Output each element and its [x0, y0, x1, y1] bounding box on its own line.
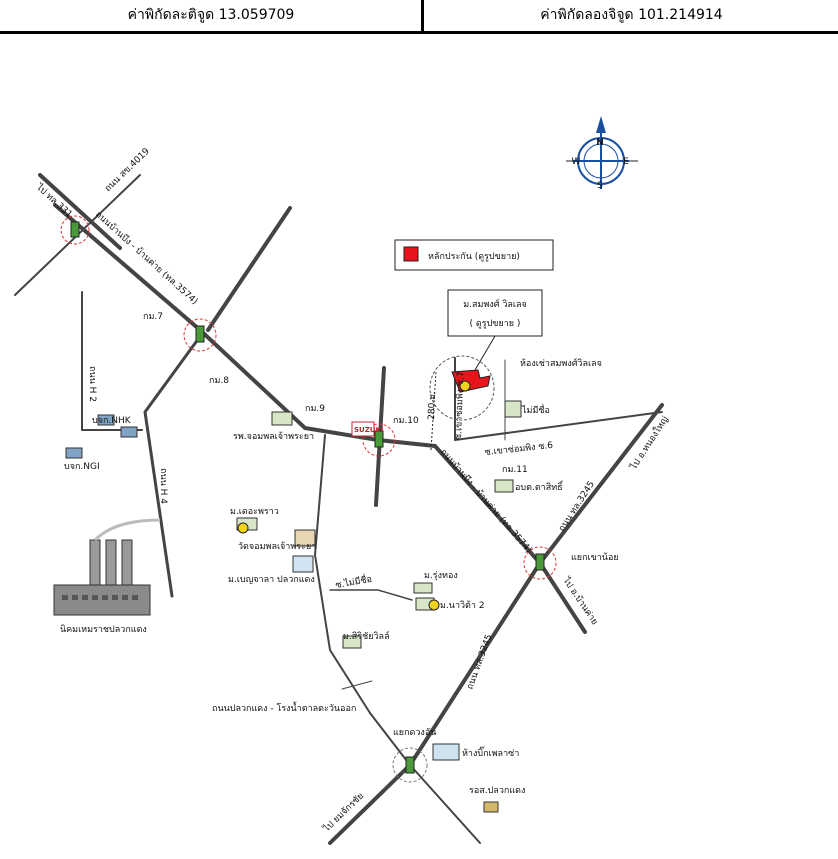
place-abk: อบต.ตาสิทธิ์ [515, 480, 564, 493]
place-km9: กม.9 [305, 404, 325, 414]
factory-icon [53, 518, 161, 616]
wat-building-icon [294, 529, 316, 547]
place-km8: กม.8 [209, 376, 229, 386]
traffic-light-khao-noi-icon [523, 546, 557, 580]
road-north-spur [206, 206, 292, 332]
callout: ม.สมพงศ์ วิลเลจ ( ดูรูปขยาย ) [447, 289, 543, 371]
marker-2-icon [237, 522, 249, 534]
bus-icon [483, 801, 499, 813]
marker-3-icon [428, 599, 440, 611]
place-bus: รอส.ปลวกแดง [469, 786, 525, 796]
place-navita: ม.นาวิต้า 2 [440, 600, 485, 611]
road-pluak-daeng-cross [341, 680, 373, 690]
place-yaek-duang: แยกดวงอัน [393, 728, 436, 738]
road-yaek-duang-sw [409, 764, 481, 844]
compass-east: E [623, 157, 629, 167]
compass-north: N [596, 138, 604, 148]
benjama-building-icon [292, 555, 314, 573]
road-labels: ถนน สข.4019 ไป ทล.331 ถนนบ้านบึง - บ้านค… [33, 146, 671, 834]
place-no-name: ไม่มีชื่อ [521, 403, 550, 416]
road-label-soi-mai-mi-chue: ซ.ไม่มีชื่อ [334, 572, 373, 591]
ngi-building-icon [65, 447, 83, 459]
legend: หลักประกัน (ดูรูปขยาย) [394, 239, 554, 271]
collateral-area [429, 355, 495, 421]
road-yomchok [328, 763, 412, 845]
suzuki-logo-icon [351, 421, 375, 437]
road-label-3245-upper: ถนน ทล.3245 [557, 480, 597, 534]
road-soi-mai-mi-chue [329, 589, 413, 601]
road-label-h2: ถนน H 2 [87, 366, 97, 402]
place-wat: วัดจอมพลเจ้าพระยา [238, 541, 316, 552]
place-km7: กม.7 [143, 312, 163, 322]
place-labels: กม.7 กม.8 กม.9 กม.10 กม.11 บจก.NHK บจก.N… [60, 312, 619, 796]
compass-west: W [572, 157, 581, 167]
traffic-light-331-icon [60, 215, 90, 245]
rung-thong-building-icon [413, 582, 433, 594]
marker-1-icon [459, 380, 471, 392]
place-ngi: บจก.NGI [64, 462, 100, 472]
buildings [65, 371, 522, 813]
place-industrial: นิคมเหมราชปลวกแดง [60, 624, 147, 635]
place-apartment: ห้องเช่าสมพงศ์วิลเลจ [520, 357, 602, 369]
place-rung-thong: ม.รุ่งทอง [424, 571, 458, 581]
abk-building-icon [494, 479, 514, 493]
distance-arrow [430, 371, 437, 451]
place-distance: 280 ม. [427, 391, 438, 420]
road-3245-cont [408, 561, 542, 767]
place-nhk: บจก.NHK [92, 416, 132, 426]
road-label-3574-mid: ถนนบ้านบึง - บ้านค่าย (ทล.3574) [438, 447, 534, 555]
road-yaek-duang-west [369, 712, 411, 766]
road-network [14, 173, 664, 845]
big-c-building-icon [432, 743, 460, 761]
coordinate-divider [421, 0, 424, 31]
traffic-light-km7-icon [183, 318, 217, 352]
road-331 [38, 173, 122, 250]
sirichai-building-icon [342, 635, 362, 649]
no-name-building-icon [504, 400, 522, 418]
callout-line-1: ม.สมพงศ์ วิลเลจ [463, 298, 527, 310]
road-label-soi7: ซ.เขาซ่อมพิง ซ.7 [453, 371, 466, 440]
place-big-c: ห้างบิ๊กเพลาซ่า [462, 746, 519, 759]
longitude-label: ค่าพิกัดลองจิจูด 101.214914 [540, 7, 723, 23]
legend-label: หลักประกัน (ดูรูปขยาย) [428, 252, 520, 262]
place-km11: กม.11 [502, 465, 528, 475]
road-label-3574-top: ถนนบ้านบึง - บ้านค่าย (ทล.3574) [93, 209, 200, 307]
traffic-light-yaek-duang-icon [392, 747, 428, 783]
road-central [313, 434, 371, 714]
suzuki-label: SUZUKI [354, 426, 384, 434]
place-benjama: ม.เบญจาลา ปลวกแดง [228, 575, 315, 585]
callout-line-2: ( ดูรูปขยาย ) [470, 319, 521, 329]
traffic-light-km10-icon [362, 423, 396, 457]
road-label-soi6: ซ.เขาซ่อมพิง ซ.6 [484, 440, 554, 458]
place-khao-noi: แยกเขาน้อย [571, 552, 619, 563]
place-sirichai: ม.สิริชัยวิลล์ [343, 630, 390, 642]
place-school: รพ.จอมพลเจ้าพระยา [233, 431, 314, 442]
intersections [60, 215, 557, 783]
road-label-pluak-daeng: ถนนปลวกแดง - โรงน้ำตาลตะวันออก [212, 701, 356, 714]
road-soi-6 [454, 411, 663, 441]
place-km10: กม.10 [393, 416, 419, 426]
road-3574-mid [433, 444, 542, 565]
coordinate-bar: ค่าพิกัดละติจูด 13.059709 ค่าพิกัดลองจิจ… [0, 0, 838, 34]
road-label-3245-lower: ถนน ทล.3245 [465, 633, 494, 691]
school-building-icon [271, 411, 293, 426]
compass-south: S [597, 181, 603, 191]
latitude-label: ค่าพิกัดละติจูด 13.059709 [127, 7, 295, 23]
place-the-proud: ม.เดอะพราว [230, 507, 279, 517]
road-3574-top [53, 203, 437, 448]
road-3245-upper [538, 403, 664, 565]
road-to-ban-khai [538, 561, 587, 634]
road-label-h4: ถนน H 4 [158, 468, 168, 504]
nhk-building-icon [97, 414, 138, 438]
compass-icon: N S E W [566, 116, 638, 191]
road-h4 [143, 340, 198, 598]
collateral-marker-icon [403, 246, 419, 262]
